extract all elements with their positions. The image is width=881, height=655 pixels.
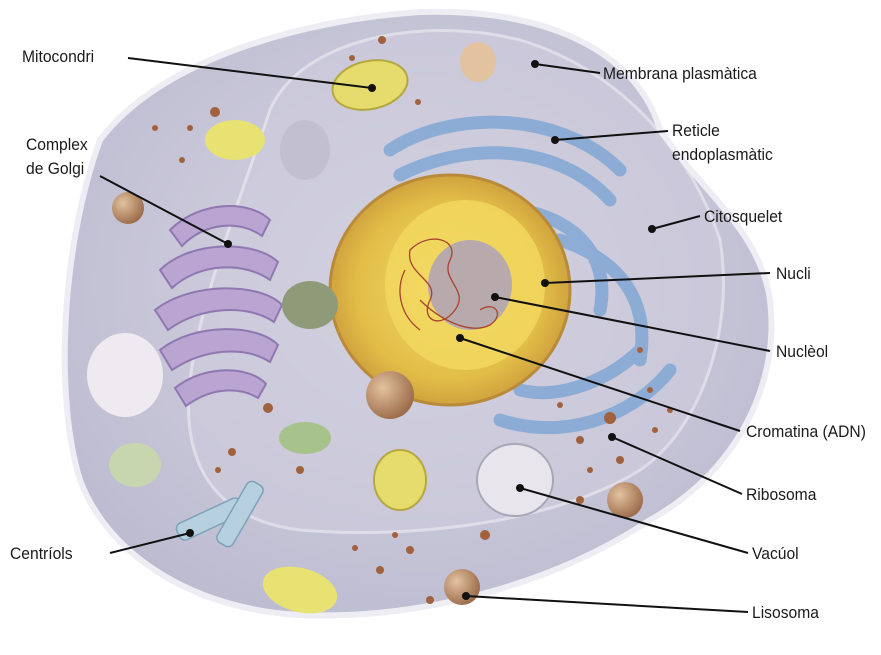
label-vacuol: Vacúol xyxy=(752,543,799,564)
label-complex-golgi-line2: de Golgi xyxy=(26,158,84,179)
label-reticle-line2: endoplasmàtic xyxy=(672,144,773,165)
label-membrana: Membrana plasmàtica xyxy=(603,63,757,84)
label-mitocondri: Mitocondri xyxy=(22,46,94,67)
vacuole xyxy=(477,444,553,516)
label-nucli: Nucli xyxy=(776,263,811,284)
label-cromatina: Cromatina (ADN) xyxy=(746,421,866,442)
label-reticle-line1: Reticle xyxy=(672,120,720,141)
label-centriols: Centríols xyxy=(10,543,73,564)
label-lisosoma: Lisosoma xyxy=(752,602,819,623)
label-nucleol: Nuclèol xyxy=(776,341,828,362)
label-ribosoma: Ribosoma xyxy=(746,484,816,505)
lysosome xyxy=(444,569,480,605)
label-citosquelet: Citosquelet xyxy=(704,206,782,227)
label-complex-golgi-line1: Complex xyxy=(26,134,88,155)
